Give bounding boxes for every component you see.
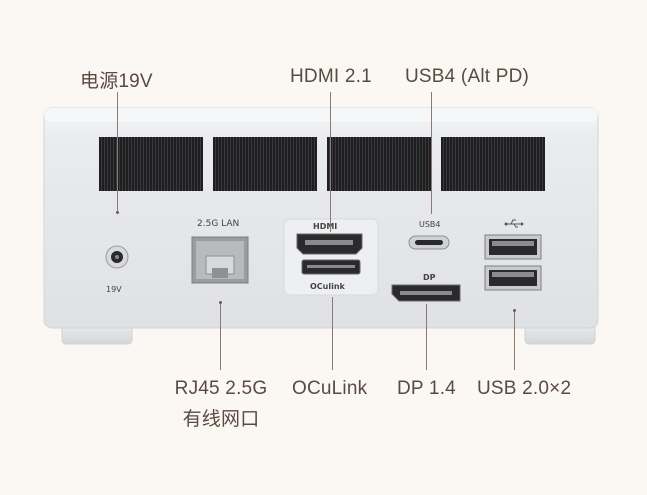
leader-hdmi bbox=[330, 92, 331, 232]
lan-label: 2.5G LAN bbox=[197, 219, 239, 229]
leader-rj45-dot bbox=[219, 301, 222, 304]
callout-oculink: OCuLink bbox=[292, 378, 368, 399]
oculink-label: OCulink bbox=[310, 282, 346, 291]
callout-hdmi: HDMI 2.1 bbox=[290, 66, 372, 87]
dp-label: DP bbox=[423, 273, 436, 282]
callout-rj45-line2: 有线网口 bbox=[182, 409, 260, 430]
callout-usb2: USB 2.0×2 bbox=[477, 378, 572, 399]
leader-usb4 bbox=[431, 92, 432, 214]
callout-rj45: RJ45 2.5G 有线网口 bbox=[166, 378, 276, 431]
dc-power-jack bbox=[105, 245, 129, 269]
usb-a-port-bottom bbox=[484, 265, 542, 291]
callout-usb4: USB4 (Alt PD) bbox=[405, 66, 530, 87]
callout-power: 电源19V bbox=[80, 71, 153, 92]
vent-grille-4 bbox=[441, 137, 545, 191]
leader-usb2-dot bbox=[513, 309, 516, 312]
displayport-port bbox=[391, 284, 461, 302]
usb-symbol-icon bbox=[504, 219, 524, 228]
vent-grille-2 bbox=[213, 137, 317, 191]
usb4-label: USB4 bbox=[419, 220, 441, 229]
hdmi-port bbox=[296, 233, 363, 255]
leader-power bbox=[117, 92, 118, 212]
leader-rj45 bbox=[220, 302, 221, 370]
leader-oculink bbox=[332, 297, 333, 370]
oculink-port bbox=[301, 259, 361, 275]
vent-grille-1 bbox=[99, 137, 203, 191]
callout-rj45-line1: RJ45 2.5G bbox=[174, 378, 268, 399]
dc-in-label: 19V bbox=[106, 285, 122, 294]
vent-grille-3 bbox=[327, 137, 431, 191]
hdmi-logo: HDMI bbox=[313, 222, 337, 231]
callout-dp: DP 1.4 bbox=[397, 378, 456, 399]
leader-usb2 bbox=[514, 310, 515, 370]
rj45-port bbox=[191, 236, 249, 284]
usb-a-port-top bbox=[484, 234, 542, 260]
leader-power-dot bbox=[116, 211, 119, 214]
usb4-c-port bbox=[408, 235, 450, 250]
leader-dp bbox=[426, 304, 427, 370]
